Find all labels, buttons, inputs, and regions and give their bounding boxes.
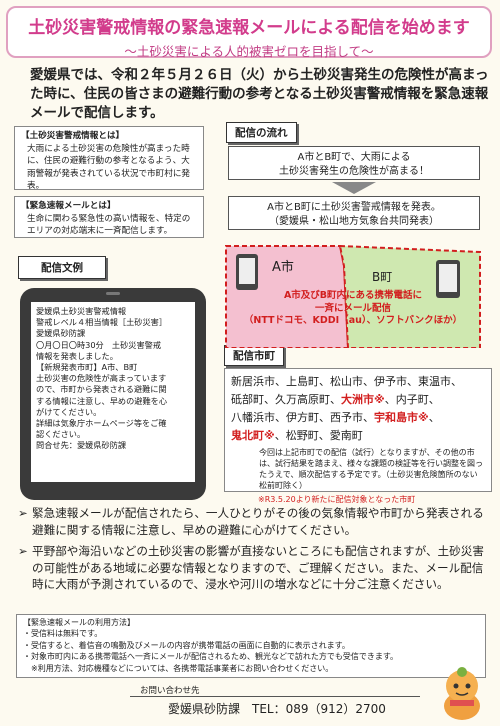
sample-line: 土砂災害の危険性が高まっています: [36, 373, 167, 384]
sample-line: ので、市町から発表される避難に関: [36, 384, 167, 395]
flow-step-text: A市とB町に土砂災害警戒情報を発表。: [267, 202, 441, 213]
info-box-heading: 【土砂災害警戒情報とは】: [21, 131, 125, 141]
sample-line: 愛媛県砂防課: [36, 328, 86, 339]
info-box-body: 生命に関わる緊急性の高い情報を、特定のエリアの対応端末に一斉配信します。: [27, 213, 191, 237]
sample-line: 認ください。: [36, 429, 86, 440]
page-title: 土砂災害警戒情報の緊急速報メールによる配信を始めます: [28, 18, 470, 38]
town-b-label: B町: [372, 270, 393, 284]
map-message-line: （NTTドコモ、KDDI（au）、ソフトバンクほか）: [243, 315, 463, 326]
sample-message: 愛媛県土砂災害警戒情報 警戒レベル４相当情報［土砂災害］ 愛媛県砂防課 〇月〇日…: [31, 302, 195, 482]
title-box: 土砂災害警戒情報の緊急速報メールによる配信を始めます ～土砂災害による人的被害ゼ…: [6, 6, 492, 59]
contact-divider: [130, 696, 420, 697]
map-message: A市及びB町内にある携帯電話に 一斉にメール配信 （NTTドコモ、KDDI（au…: [228, 290, 478, 328]
intro-text: 愛媛県では、令和２年５月２６日（火）から土砂災害発生の危険性が高まった時に、住民…: [30, 67, 489, 121]
flow-label: 配信の流れ: [226, 122, 297, 143]
sample-line: する情報に注意し、早めの避難を心: [36, 395, 168, 406]
info-box-emergency-mail: 【緊急速報メールとは】 生命に関わる緊急性の高い情報を、特定のエリアの対応端末に…: [14, 196, 204, 238]
city-new: 鬼北町※: [231, 429, 275, 442]
flow-step-1: A市とB町で、大雨による 土砂災害発生の危険性が高まる！: [228, 146, 480, 180]
new-cities-note: ※R3.5.20より新たに配信対象となった市町: [258, 495, 416, 504]
cities-label: 配信市町: [224, 345, 284, 366]
page-subtitle: ～土砂災害による人的被害ゼロを目指して～: [124, 44, 374, 59]
info-box-heading: 【緊急速報メールとは】: [21, 201, 116, 211]
phone-icon: [436, 260, 460, 298]
usage-item: ・受信すると、着信音の鳴動及びメールの内容が携帯電話の画面に自動的に表示されます…: [23, 640, 350, 650]
bullet-arrow-icon: ➢: [18, 544, 28, 558]
sample-line: 〇月〇日〇時30分 土砂災害警戒: [36, 339, 162, 350]
flow-step-text: A市とB町で、大雨による: [297, 152, 411, 163]
contact-value: 愛媛県砂防課 TEL：089（912）2700: [168, 702, 386, 716]
sample-line: がけてください。: [36, 406, 102, 417]
bullet-item: ➢ 平野部や海沿いなどの土砂災害の影響が直接ないところにも配信されますが、土砂災…: [18, 543, 488, 593]
sample-line: 【新規発表市町】A市、B町: [36, 362, 138, 373]
mascot-icon: [432, 660, 492, 722]
usage-heading: 【緊急速報メールの利用方法】: [23, 618, 135, 627]
flow-step-text: （愛媛県・松山地方気象台共同発表）: [269, 216, 439, 227]
usage-item: ・対象市町内にある携帯電話へ一斉にメールが配信されるため、観光などで訪れた方でも…: [23, 652, 399, 662]
phone-icon: [236, 254, 258, 290]
usage-item: ・受信料は無料です。: [23, 629, 103, 639]
sample-line: 詳細は気象庁ホームページ等をご確: [36, 418, 167, 429]
city-names: 、: [428, 411, 440, 424]
sample-line: 愛媛県土砂災害警戒情報: [36, 306, 127, 316]
city-names: 、松野町、愛南町: [274, 429, 363, 442]
down-arrow-icon: [332, 182, 376, 194]
cities-note: 今回は上記市町での配信（試行）となりますが、その他の市は、試行結果を踏まえ、様々…: [259, 448, 483, 490]
map-svg: [225, 244, 481, 349]
sample-line: 情報を発表しました。: [36, 350, 118, 361]
city-a-label: A市: [272, 260, 294, 275]
flow-step-text: 土砂災害発生の危険性が高まる！: [279, 166, 429, 177]
city-new: 大洲市※: [341, 393, 385, 406]
bullet-text: 平野部や海沿いなどの土砂災害の影響が直接ないところにも配信されますが、土砂災害の…: [32, 544, 484, 591]
cities-box: 新居浜市、上島町、松山市、伊予市、東温市、 砥部町、久万高原町、大洲市※、内子町…: [224, 368, 492, 492]
city-names: 砥部町、久万高原町、: [231, 393, 341, 406]
info-box-warning: 【土砂災害警戒情報とは】 大雨による土砂災害の危険性が高まった時に、住民の避難行…: [14, 126, 204, 192]
cities-line: 新居浜市、上島町、松山市、伊予市、東温市、: [231, 375, 462, 388]
bullet-text: 緊急速報メールが配信されたら、一人ひとりがその後の気象情報や市町から発表される避…: [32, 506, 484, 537]
cities-list: 新居浜市、上島町、松山市、伊予市、東温市、 砥部町、久万高原町、大洲市※、内子町…: [225, 369, 491, 445]
bullet-item: ➢ 緊急速報メールが配信されたら、一人ひとりがその後の気象情報や市町から発表され…: [18, 505, 488, 538]
map-message-line: 一斉にメール配信: [314, 302, 391, 314]
city-names: 、内子町、: [384, 393, 440, 406]
cities-line: 鬼北町※、松野町、愛南町: [231, 427, 485, 445]
phone-speaker-icon: [106, 292, 120, 295]
flow-step-2: A市とB町に土砂災害警戒情報を発表。 （愛媛県・松山地方気象台共同発表）: [228, 196, 480, 230]
usage-item: ※利用方法、対応機種などについては、各携帯電話事業者にお問い合わせください。: [23, 663, 334, 673]
city-new: 宇和島市※: [374, 411, 429, 424]
map-message-line: A市及びB町内にある携帯電話に: [283, 290, 423, 301]
sample-line: 問合せ先：愛媛県砂防課: [36, 440, 127, 451]
contact-label: お問い合わせ先: [140, 686, 200, 696]
usage-box: 【緊急速報メールの利用方法】 ・受信料は無料です。 ・受信すると、着信音の鳴動及…: [16, 614, 486, 678]
sample-line: 警戒レベル４相当情報［土砂災害］: [36, 317, 168, 328]
sample-label: 配信文例: [18, 256, 106, 279]
city-names: 八幡浜市、伊方町、西予市、: [231, 411, 374, 424]
bullet-arrow-icon: ➢: [18, 506, 28, 520]
distribution-map: A市 B町 A市及びB町内にある携帯電話に 一斉にメール配信 （NTTドコモ、K…: [222, 236, 484, 349]
info-box-body: 大雨による土砂災害の危険性が高まった時に、住民の避難行動の参考となるよう、大雨警…: [27, 143, 191, 192]
cities-line: 砥部町、久万高原町、大洲市※、内子町、: [231, 391, 485, 409]
cities-line: 八幡浜市、伊方町、西予市、宇和島市※、: [231, 409, 485, 427]
